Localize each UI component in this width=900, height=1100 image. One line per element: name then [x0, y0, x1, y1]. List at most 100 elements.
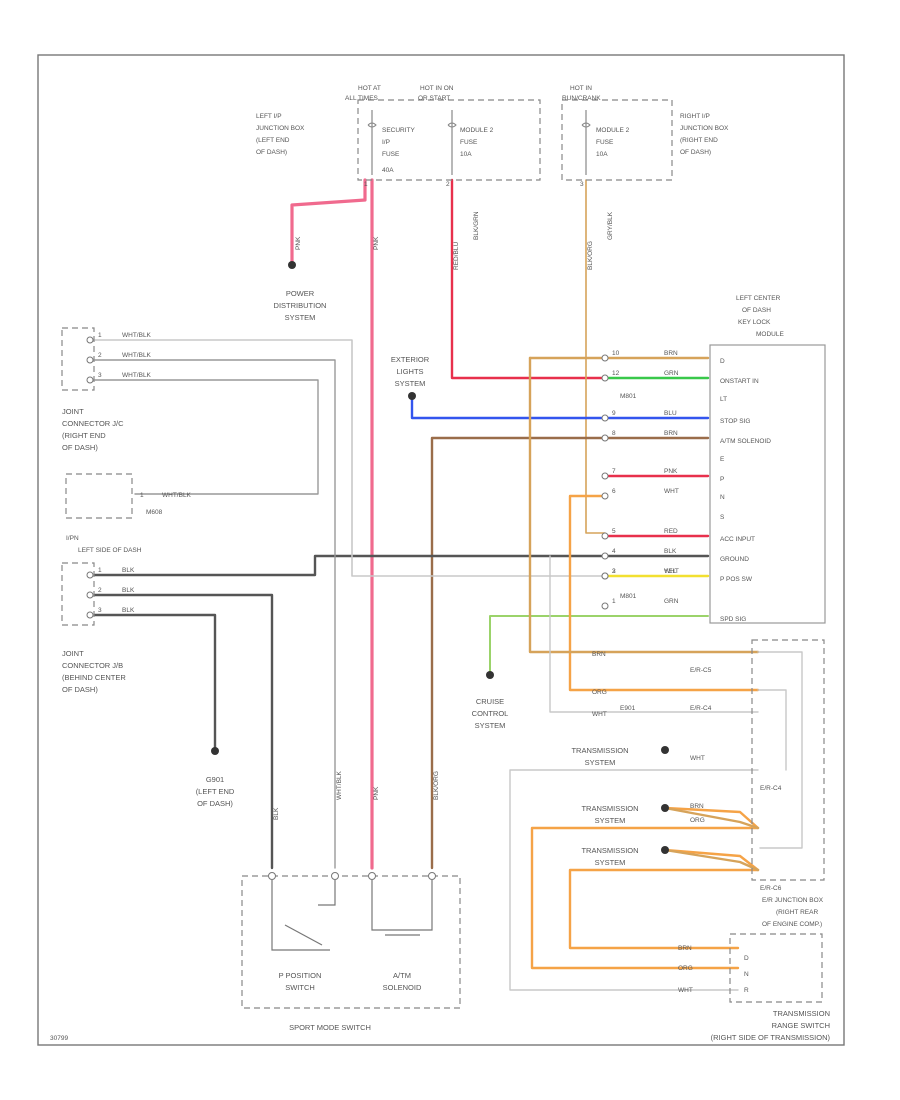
er-wire-6: BRN: [690, 803, 704, 810]
fuse-symbols: [367, 122, 457, 128]
key-lock-label-3: KEY LOCK: [738, 319, 771, 326]
jc-pin-2: 3: [98, 372, 102, 379]
fuse1-label-1: SECURITY: [382, 127, 416, 134]
wire-tan-tr-2: [663, 848, 760, 872]
power-distribution-label-2: DISTRIBUTION: [274, 301, 327, 310]
wire-label-red-blu: RED/BLU: [453, 242, 460, 270]
key-lock-terminal-6: [601, 532, 609, 540]
jc-terminal-0: [86, 336, 94, 344]
transmission-system-1: TRANSMISSION SYSTEM: [571, 746, 669, 767]
key-lock-terminal-10: [601, 602, 609, 610]
jc-terminal-1: [86, 356, 94, 364]
transmission-2-label-2: SYSTEM: [595, 816, 626, 825]
exterior-lights-label-1: EXTERIOR: [391, 355, 430, 364]
right-fuse-pin: 3: [580, 181, 584, 188]
jb-pin-2: 3: [98, 607, 102, 614]
m608-connector-label: M608: [146, 509, 163, 516]
key-lock-pin-number-4: 7: [612, 468, 616, 475]
wire-label-gry-blk: GRY/BLK: [607, 211, 614, 240]
key-lock-label-1: LEFT CENTER: [736, 295, 781, 302]
wire-orange-tr-1: [530, 806, 760, 970]
key-lock-wire-label-1: GRN: [664, 370, 679, 377]
key-lock-pin-number-1: 12: [612, 370, 620, 377]
ground-label-3: OF DASH): [197, 799, 233, 808]
wire-tan-tr-1: [663, 806, 760, 830]
key-lock-terminal-4: [601, 472, 609, 480]
jb-label-2: CONNECTOR J/B: [62, 661, 123, 670]
jc-wire-2: WHT/BLK: [122, 372, 152, 379]
fuse1-label-3: FUSE: [382, 151, 400, 158]
fuse-stems: [371, 110, 453, 175]
key-lock-pin-10: GROUND: [720, 556, 749, 563]
sport-mode-switch: P POSITION SWITCH A/TM SOLENOID SPORT MO…: [241, 872, 461, 1032]
wire-jc-3: [94, 379, 319, 495]
ground-label-2: (LEFT END: [196, 787, 235, 796]
key-lock-pin-4: A/TM SOLENOID: [720, 438, 771, 445]
hot-at-label-2: ALL TIMES: [345, 95, 379, 102]
wire-black-ground: [93, 554, 710, 577]
key-lock-pin-5: E: [720, 456, 725, 463]
er-junction-box: E/R-C5 E/R-C4 E/R-C4 E/R-C6 E/R JUNCTION…: [592, 639, 825, 928]
fuse-pin-2: 2: [446, 181, 450, 188]
left-jb-label-2: JUNCTION BOX: [256, 125, 305, 132]
jb-pin-1: 2: [98, 587, 102, 594]
transmission-1-label-2: SYSTEM: [585, 758, 616, 767]
right-hot-label-2: RUN/CRANK: [562, 95, 601, 102]
key-lock-pin-number-7: 4: [612, 548, 616, 555]
key-lock-pin-6: P: [720, 476, 724, 483]
key-lock-pin-2: LT: [720, 396, 727, 403]
cruise-control-terminal: [486, 671, 494, 679]
wire-tan-right-fuse: [585, 179, 606, 534]
hot-run-label-1: HOT IN ON: [420, 85, 454, 92]
key-lock-pin-number-0: 10: [612, 350, 620, 357]
er-wire-4: WHT: [690, 755, 705, 762]
fuse2-label-2: FUSE: [460, 139, 478, 146]
diagram-frame: [37, 54, 845, 1046]
key-lock-pin-number-8: 2: [612, 568, 616, 575]
jb-pin-0: 1: [98, 567, 102, 574]
trs-pin-d: D: [744, 955, 749, 962]
fuse1-label-4: 40A: [382, 167, 394, 174]
er-connector-3: E/R-C4: [760, 785, 782, 792]
right-ip-junction-box: HOT IN RUN/CRANK MODULE 2 FUSE 10A RIGHT…: [561, 85, 729, 188]
key-lock-wire-label-5: WHT: [664, 488, 679, 495]
power-distribution-label-1: POWER: [286, 289, 315, 298]
wire-jb-3: [93, 613, 217, 750]
key-lock-pin-0: D: [720, 358, 725, 365]
jb-wire-1: BLK: [122, 587, 135, 594]
fuse1-label-2: I/P: [382, 139, 390, 146]
jc-label-4: OF DASH): [62, 443, 98, 452]
right-hot-label-1: HOT IN: [570, 85, 592, 92]
er-wire-1: BRN: [592, 651, 606, 658]
left-jb-label-4: OF DASH): [256, 149, 287, 156]
key-lock-terminal-7: [601, 552, 609, 560]
ground-terminal: [211, 747, 219, 755]
right-fuse-label-1: MODULE 2: [596, 127, 630, 134]
transmission-2-label-1: TRANSMISSION: [581, 804, 638, 813]
er-label-1: E/R JUNCTION BOX: [762, 897, 824, 904]
trs-label-2: RANGE SWITCH: [772, 1021, 830, 1030]
sms-wire-label-1: BLK: [273, 807, 280, 820]
key-lock-wire-label-3: BRN: [664, 430, 678, 437]
wire-orange-er: [568, 494, 760, 692]
right-fuse-label-3: 10A: [596, 151, 608, 158]
wire-tan-er: [528, 356, 760, 654]
sport-mode-switch-title: SPORT MODE SWITCH: [289, 1023, 371, 1032]
key-lock-label-4: MODULE: [756, 331, 784, 338]
er-wire-5: ORG: [690, 817, 705, 824]
cruise-label-2: CONTROL: [472, 709, 509, 718]
jb-label-4: OF DASH): [62, 685, 98, 694]
trs-label-1: TRANSMISSION: [773, 1009, 830, 1018]
ground-label-1: G901: [206, 775, 224, 784]
p-position-label-1: P POSITION: [279, 971, 322, 980]
p-position-label-2: SWITCH: [285, 983, 315, 992]
key-lock-label-2: OF DASH: [742, 307, 771, 314]
key-lock-terminal-2: [601, 414, 609, 422]
wire-gray-er-2: [509, 769, 759, 991]
transmission-3-label-2: SYSTEM: [595, 858, 626, 867]
trs-wire-org: ORG: [678, 965, 693, 972]
